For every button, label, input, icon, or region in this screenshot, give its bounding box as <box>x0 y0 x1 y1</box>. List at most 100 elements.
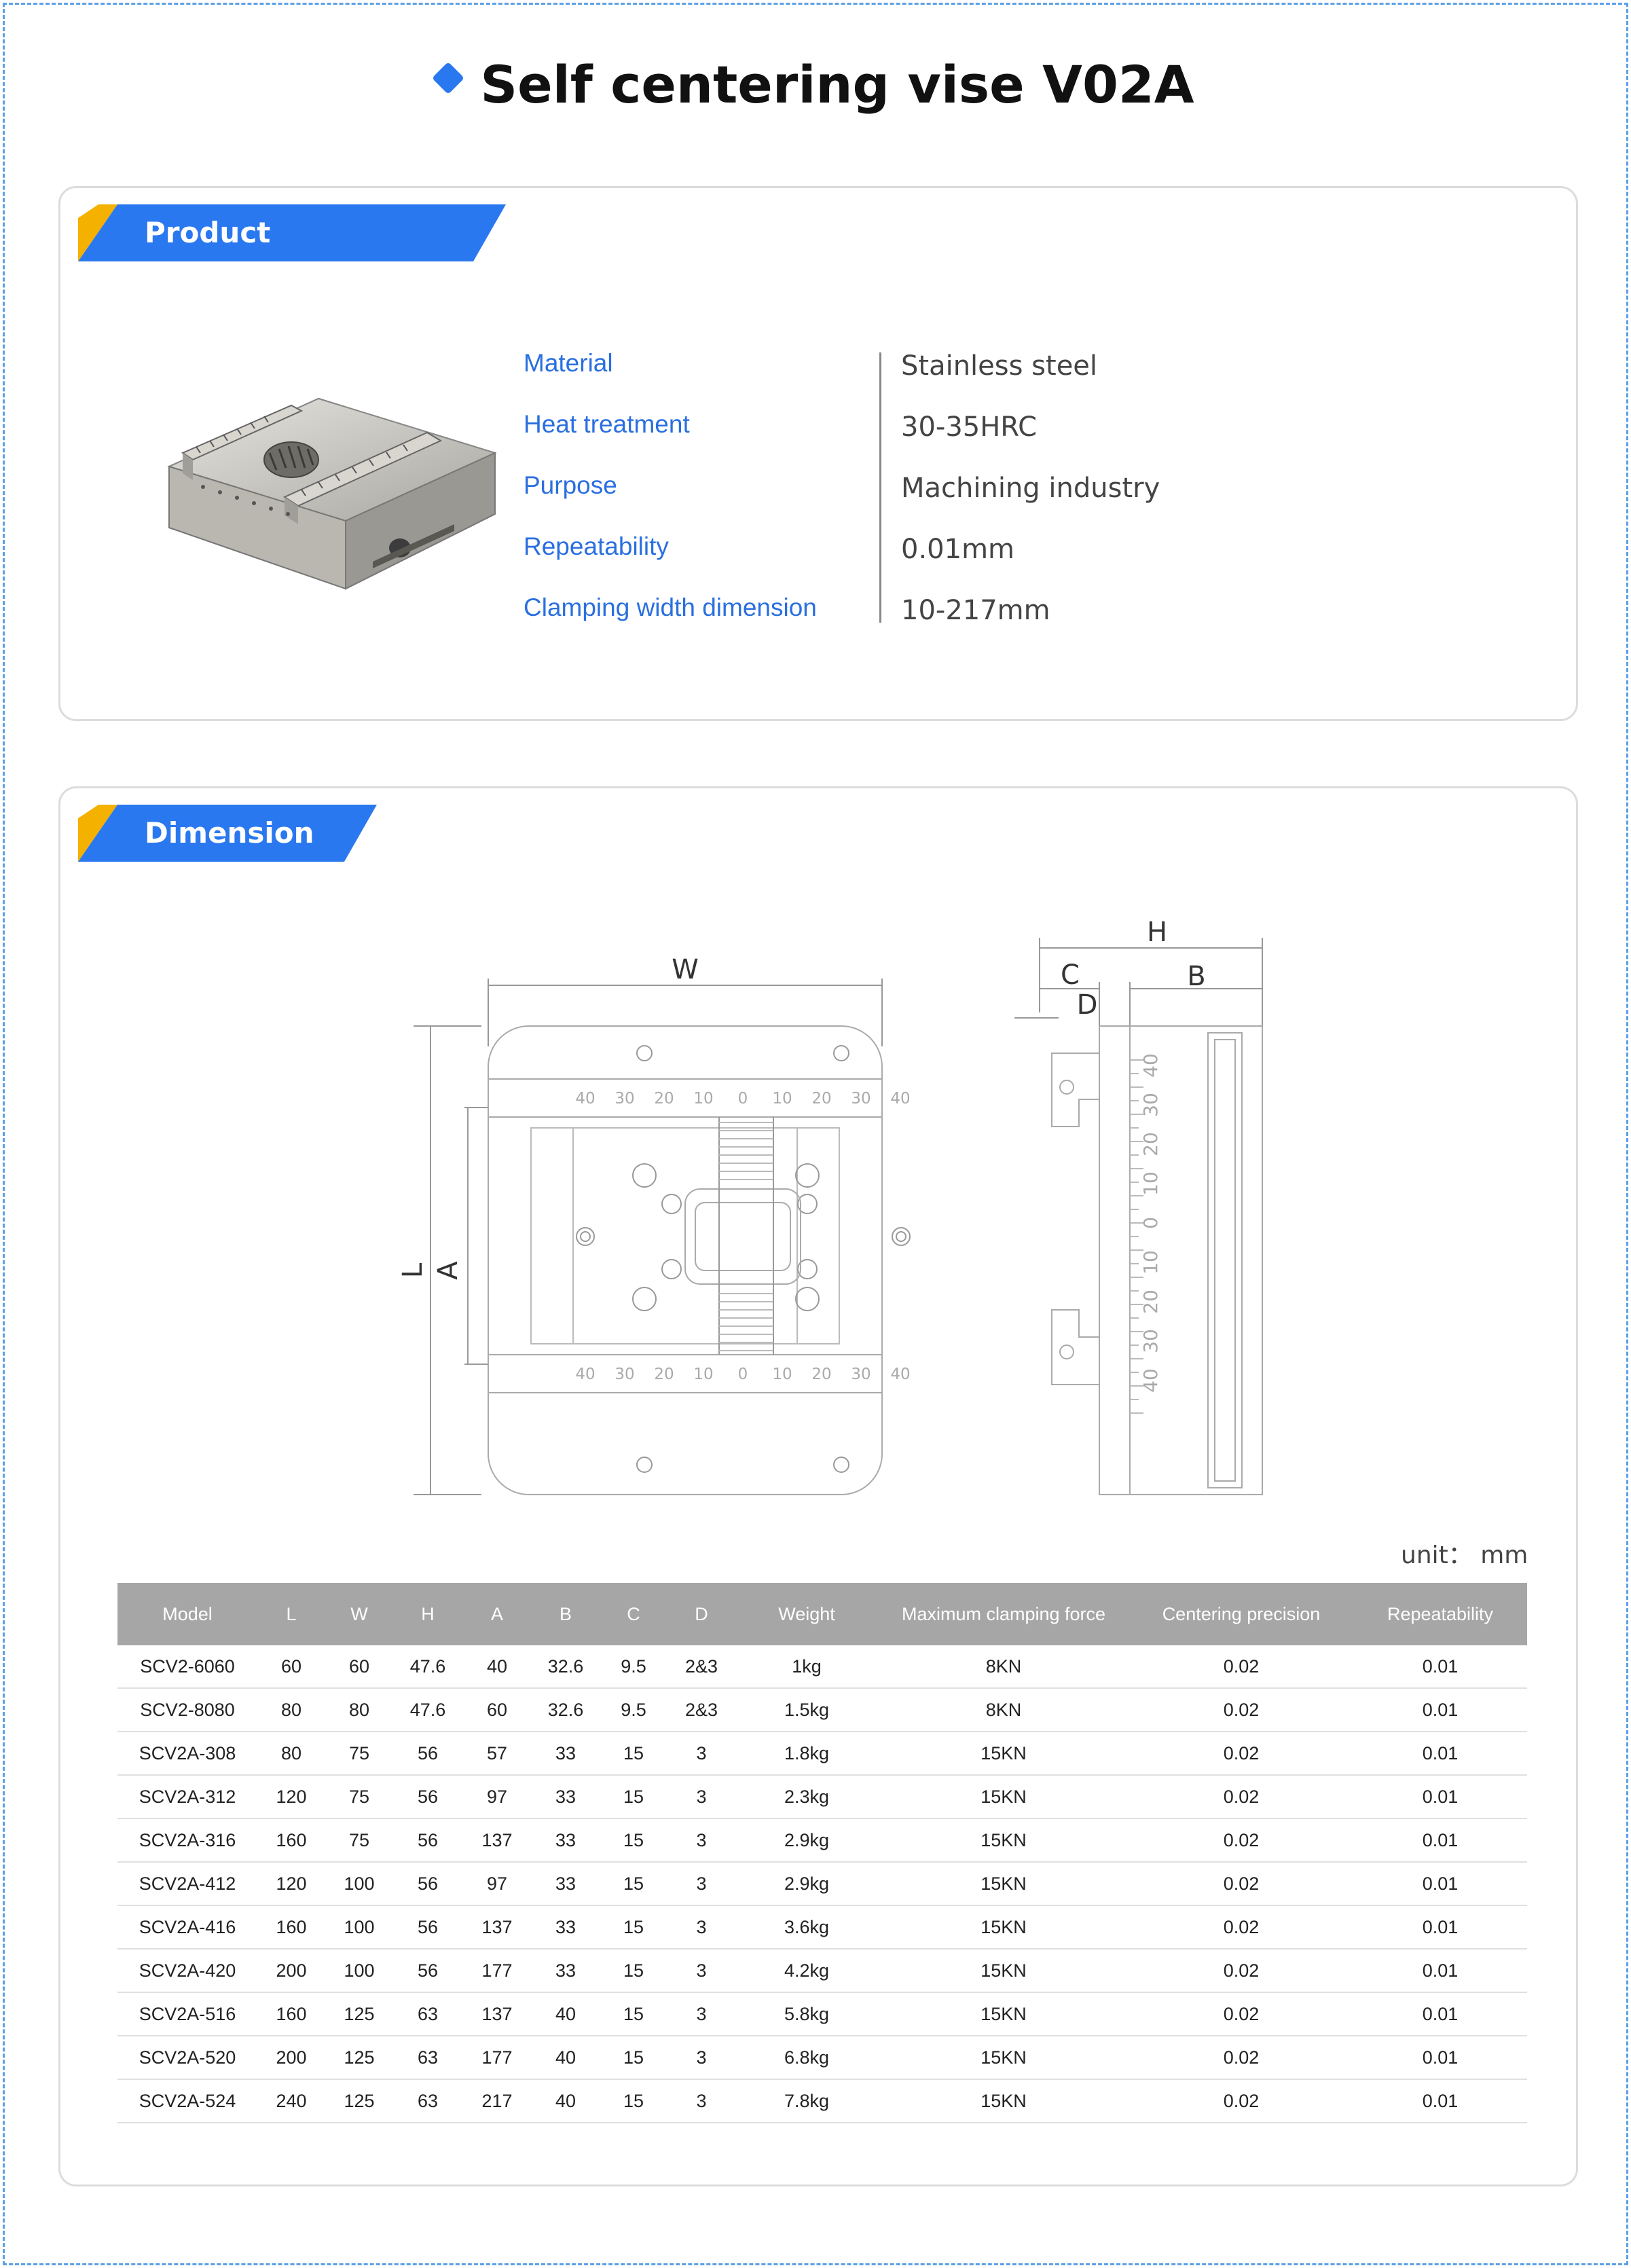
table-cell: SCV2A-524 <box>117 2079 257 2123</box>
scale-tick: 30 <box>851 1366 871 1383</box>
table-cell: 15 <box>600 2079 667 2123</box>
table-cell: SCV2A-520 <box>117 2036 257 2080</box>
label-c: C <box>1061 959 1080 991</box>
table-cell: 40 <box>532 2036 600 2080</box>
table-cell: 0.02 <box>1129 2079 1353 2123</box>
table-cell: 2.3kg <box>735 1775 878 1819</box>
table-cell: 0.02 <box>1129 1992 1353 2036</box>
label-h: H <box>1147 917 1167 948</box>
scale-tick: 20 <box>1139 1290 1162 1314</box>
table-cell: 97 <box>462 1862 532 1906</box>
scale-tick: 30 <box>1139 1093 1162 1117</box>
table-cell: SCV2A-412 <box>117 1862 257 1906</box>
table-header-row: Model L W H A B C D Weight Maximum clamp… <box>117 1583 1527 1645</box>
table-cell: 0.01 <box>1353 2079 1527 2123</box>
col-header: Weight <box>735 1583 878 1645</box>
table-cell: 3 <box>667 1905 735 1950</box>
scale-tick: 0 <box>738 1366 748 1383</box>
col-header: Centering precision <box>1129 1583 1353 1645</box>
table-cell: 160 <box>257 1992 325 2036</box>
table-cell: 15 <box>600 1732 667 1776</box>
table-cell: 3.6kg <box>735 1905 878 1950</box>
table-cell: 0.02 <box>1129 1645 1353 1689</box>
table-cell: 15KN <box>878 1775 1129 1819</box>
table-cell: SCV2A-420 <box>117 1949 257 1993</box>
table-cell: 3 <box>667 2036 735 2080</box>
table-cell: 75 <box>325 1818 393 1863</box>
table-cell: 0.01 <box>1353 1645 1527 1689</box>
scale-tick: 20 <box>811 1366 831 1383</box>
label-b: B <box>1187 961 1205 992</box>
table-cell: 0.01 <box>1353 2036 1527 2080</box>
table-cell: 15KN <box>878 1732 1129 1776</box>
col-header: D <box>667 1583 735 1645</box>
table-cell: 6.8kg <box>735 2036 878 2080</box>
table-cell: 3 <box>667 1862 735 1906</box>
table-cell: 137 <box>462 1992 532 2036</box>
table-cell: 1.8kg <box>735 1732 878 1776</box>
table-cell: 47.6 <box>393 1688 462 1732</box>
table-cell: 8KN <box>878 1645 1129 1689</box>
col-header: Model <box>117 1583 257 1645</box>
scale-tick: 10 <box>1139 1250 1162 1275</box>
scale-tick: 10 <box>772 1090 792 1108</box>
table-cell: 56 <box>393 1949 462 1993</box>
scale-tick: 40 <box>1139 1368 1162 1393</box>
scale-tick: 30 <box>851 1090 871 1108</box>
table-cell: SCV2-8080 <box>117 1688 257 1732</box>
table-cell: 0.01 <box>1353 1688 1527 1732</box>
table-cell: 3 <box>667 1775 735 1819</box>
table-cell: 57 <box>462 1732 532 1776</box>
table-cell: 33 <box>532 1862 600 1906</box>
scale-tick: 20 <box>811 1090 831 1108</box>
table-cell: 100 <box>325 1949 393 1993</box>
table-cell: 1.5kg <box>735 1688 878 1732</box>
col-header: H <box>393 1583 462 1645</box>
table-cell: 15KN <box>878 1818 1129 1863</box>
table-cell: 15KN <box>878 2036 1129 2080</box>
table-cell: 0.02 <box>1129 1905 1353 1950</box>
table-cell: 0.02 <box>1129 1732 1353 1776</box>
table-cell: SCV2A-316 <box>117 1818 257 1863</box>
table-cell: 2&3 <box>667 1688 735 1732</box>
table-cell: 0.02 <box>1129 2036 1353 2080</box>
table-cell: 56 <box>393 1818 462 1863</box>
scale-tick: 40 <box>1139 1053 1162 1078</box>
table-cell: 33 <box>532 1949 600 1993</box>
table-cell: 177 <box>462 2036 532 2080</box>
dimension-drawing: 40 30 20 10 0 10 20 30 40 40 30 20 10 0 … <box>400 917 1263 1495</box>
table-cell: 80 <box>325 1688 393 1732</box>
col-header: Repeatability <box>1353 1583 1527 1645</box>
scale-tick: 30 <box>615 1366 634 1383</box>
table-cell: 217 <box>462 2079 532 2123</box>
table-cell: 60 <box>462 1688 532 1732</box>
table-cell: 15KN <box>878 2079 1129 2123</box>
col-header: B <box>532 1583 600 1645</box>
table-cell: 137 <box>462 1905 532 1950</box>
ribbon-shape <box>78 805 377 862</box>
table-cell: 160 <box>257 1818 325 1863</box>
scale-tick: 40 <box>890 1090 910 1108</box>
table-cell: 3 <box>667 1732 735 1776</box>
table-cell: SCV2-6060 <box>117 1645 257 1689</box>
table-cell: 0.01 <box>1353 1862 1527 1906</box>
table-cell: 63 <box>393 2079 462 2123</box>
col-header: Maximum clamping force <box>878 1583 1129 1645</box>
scale-tick: 0 <box>738 1090 748 1108</box>
table-cell: 125 <box>325 2079 393 2123</box>
table-cell: 0.01 <box>1353 1818 1527 1863</box>
table-cell: 97 <box>462 1775 532 1819</box>
table-cell: 3 <box>667 1992 735 2036</box>
label-l: L <box>400 1262 428 1278</box>
table-cell: 15 <box>600 1949 667 1993</box>
table-cell: 125 <box>325 1992 393 2036</box>
param-key-heat-treatment: Heat treatment <box>524 410 690 438</box>
table-cell: 56 <box>393 1732 462 1776</box>
section-title: Dimension <box>145 816 314 849</box>
table-cell: 32.6 <box>532 1645 600 1689</box>
